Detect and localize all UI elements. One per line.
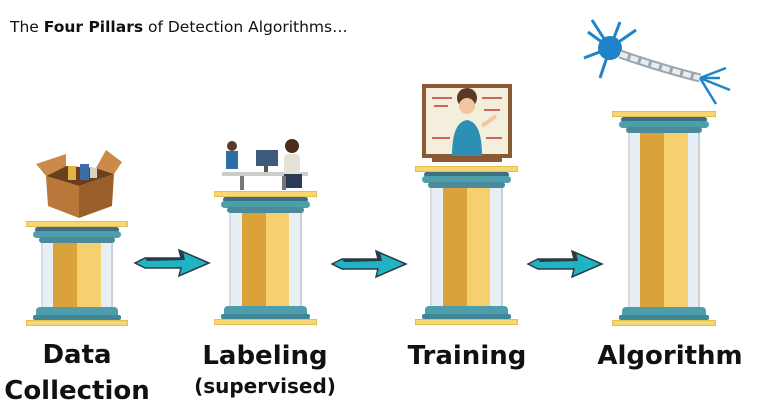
pillar-label-algorithm: Algorithm xyxy=(597,341,743,371)
pillar-data-collection xyxy=(26,221,128,326)
open-box-icon xyxy=(36,150,122,218)
pillar-training xyxy=(415,166,518,325)
arrow-right-icon xyxy=(133,248,211,278)
teacher-at-board-icon xyxy=(422,84,512,162)
arrow-right-icon xyxy=(330,249,408,279)
pillar-algorithm xyxy=(612,111,716,326)
person-at-computer-icon xyxy=(222,139,308,190)
slide-title: The Four Pillars of Detection Algorithms… xyxy=(10,18,348,36)
neuron-icon xyxy=(583,19,731,105)
pillar-label-labeling: Labeling(supervised) xyxy=(194,341,336,398)
pillar-labeling xyxy=(214,191,317,325)
arrow-right-icon xyxy=(526,249,604,279)
pillar-label-training: Training xyxy=(407,341,527,371)
